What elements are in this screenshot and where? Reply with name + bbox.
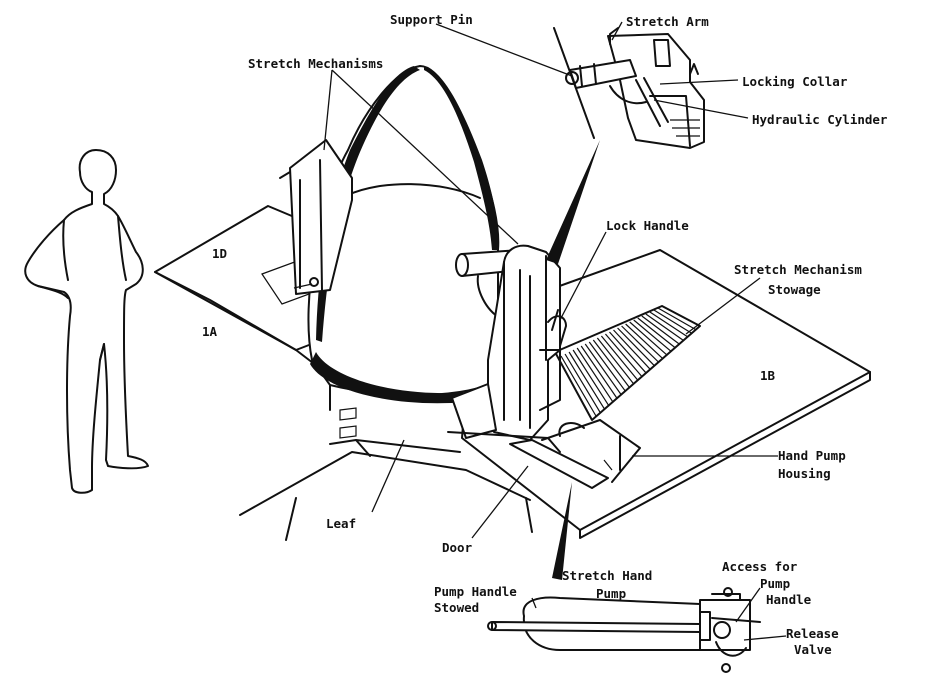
stowage-grid-slat: [625, 323, 663, 359]
label-stowage-line2: Stowage: [768, 282, 821, 297]
stowage-grid-slat: [613, 329, 651, 370]
stowage-grid-slat: [649, 311, 688, 338]
stowage-grid-slat: [629, 321, 668, 356]
label-release-valve-line1: Release: [786, 626, 839, 641]
label-stretch-mechanisms: Stretch Mechanisms: [248, 56, 383, 71]
stretch-mechanism-left: [279, 139, 353, 295]
label-leaf: Leaf: [326, 516, 356, 531]
label-locking-collar: Locking Collar: [742, 74, 848, 89]
stowage-grid-slat: [604, 333, 643, 377]
stretch-mechanism-right: [487, 244, 567, 441]
label-access-line2: Pump: [760, 576, 790, 591]
detail-callout-wedges: [546, 140, 600, 580]
label-door: Door: [442, 540, 473, 555]
stowage-grid-slat: [657, 307, 697, 331]
stowage-grid-slat: [633, 319, 672, 352]
label-access-line1: Access for: [722, 559, 798, 574]
label-leaf-1b: 1B: [760, 368, 776, 383]
callout-labels: Support Pin Stretch Arm Locking Collar H…: [202, 12, 888, 657]
stowage-grid: [554, 305, 701, 421]
stowage-grid-slat: [653, 309, 692, 334]
leader-lines: [323, 21, 787, 641]
stowage-grid-slat: [661, 305, 701, 327]
label-pump-handle-stowed-line2: Stowed: [434, 600, 479, 615]
stowage-grid-slat: [568, 351, 605, 410]
stowage-grid-slat: [609, 331, 647, 374]
stowage-grid-slat: [637, 317, 676, 349]
stowage-grid-slat: [572, 349, 609, 406]
label-leaf-1a: 1A: [202, 324, 218, 339]
label-release-valve-line2: Valve: [794, 642, 832, 657]
label-access-line3: Handle: [766, 592, 812, 607]
stowage-grid-slat: [592, 339, 630, 388]
label-pump-handle-stowed-line1: Pump Handle: [434, 584, 517, 599]
label-stretch-hand-pump-line2: Pump: [596, 586, 626, 601]
leaf-lower: [239, 407, 533, 541]
leaf-panel-1a: [154, 271, 331, 411]
human-scale-figure: [24, 149, 149, 494]
stowage-grid-slat: [560, 355, 597, 417]
label-pump-housing-line1: Hand Pump: [778, 448, 846, 463]
stowage-grid-slat: [596, 337, 634, 384]
label-pump-housing-line2: Housing: [778, 466, 831, 481]
stowage-grid-slat: [588, 341, 626, 392]
door-and-pump-housing: [447, 383, 641, 489]
stowage-grid-slat: [600, 335, 639, 381]
label-stretch-hand-pump-line1: Stretch Hand: [562, 568, 652, 583]
detail-stretch-arm: [553, 27, 705, 149]
label-lock-handle: Lock Handle: [606, 218, 689, 233]
stowage-grid-slat: [580, 345, 618, 399]
stowage-grid-slat: [645, 313, 684, 341]
label-stowage-line1: Stretch Mechanism: [734, 262, 862, 277]
label-stretch-arm: Stretch Arm: [626, 14, 709, 29]
label-hydraulic-cylinder: Hydraulic Cylinder: [752, 112, 888, 127]
stowage-grid-slat: [564, 353, 601, 413]
stowage-grid-slat: [621, 325, 659, 363]
label-support-pin: Support Pin: [390, 12, 473, 27]
stowage-grid-slat: [576, 347, 614, 402]
stowage-grid-slat: [641, 315, 680, 345]
detail-stretch-hand-pump: [487, 587, 761, 673]
stowage-grid-slat: [617, 327, 655, 367]
label-leaf-1d: 1D: [212, 246, 227, 261]
stowage-grid-slat: [584, 343, 622, 395]
